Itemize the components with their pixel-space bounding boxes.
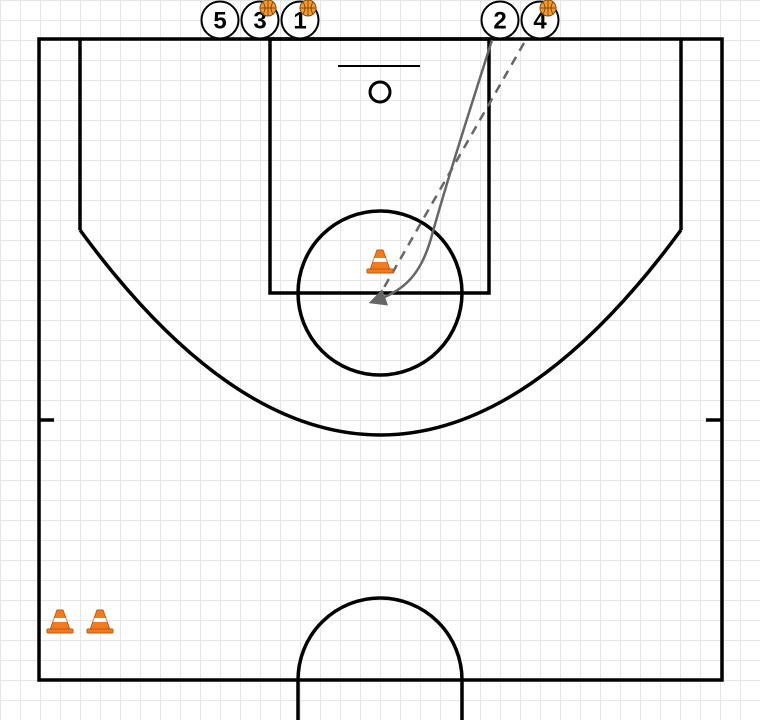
cones — [46, 249, 394, 634]
player-1[interactable]: 1 — [280, 0, 320, 40]
player-2[interactable]: 2 — [480, 0, 520, 40]
basketball-icon — [299, 0, 317, 17]
pass-arrow-player-4 — [376, 42, 526, 299]
player-3[interactable]: 3 — [240, 0, 280, 40]
three-point-arc — [78, 228, 683, 437]
player-number: 5 — [213, 8, 226, 35]
court-lines — [37, 37, 724, 720]
court-boundary — [37, 37, 724, 682]
basket-rim — [368, 80, 392, 104]
player-number: 2 — [493, 8, 506, 35]
traffic-cone-icon — [86, 609, 114, 634]
cut-arrow-player-2 — [368, 39, 494, 306]
traffic-cone-icon — [366, 249, 394, 274]
player-4[interactable]: 4 — [520, 0, 560, 40]
player-5[interactable]: 5 — [200, 0, 240, 40]
center-circle — [296, 596, 464, 720]
free-throw-circle — [296, 209, 464, 377]
basketball-icon — [539, 0, 557, 17]
basketball-icon — [259, 0, 277, 17]
traffic-cone-icon — [46, 609, 74, 634]
